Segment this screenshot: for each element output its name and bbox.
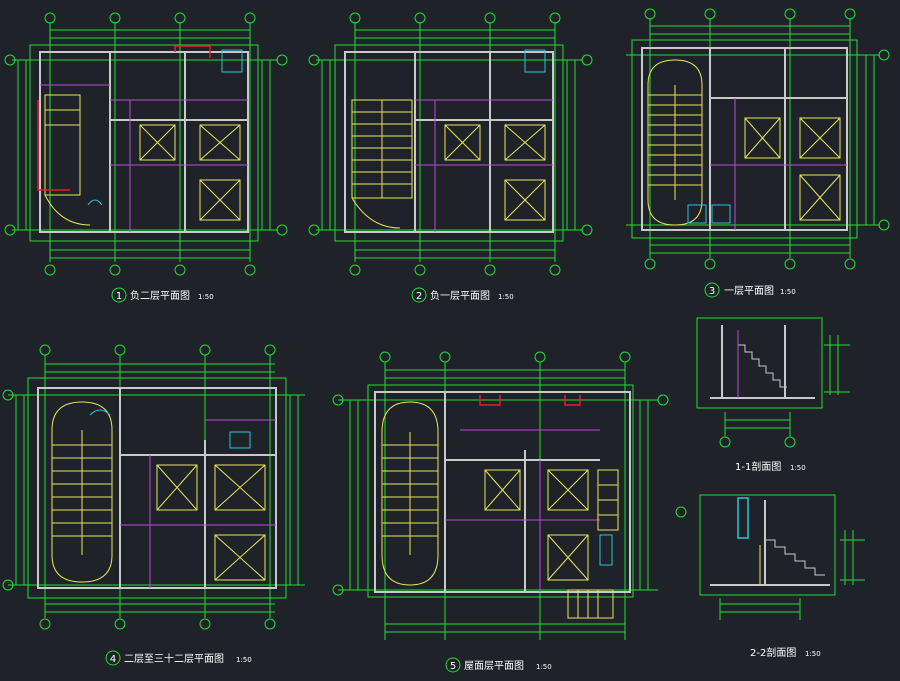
- view-title-1: 负二层平面图: [130, 289, 190, 302]
- title-section-1: 1-1剖面图 1:50: [735, 460, 806, 473]
- title-plan-5: 5 屋面层平面图 1:50: [445, 657, 552, 673]
- plan-2-basement-1: [308, 12, 593, 276]
- title-section-2: 2-2剖面图 1:50: [750, 646, 821, 659]
- plan-5-roof-floor: [332, 351, 687, 640]
- section-title-1: 1-1剖面图: [735, 460, 781, 473]
- section-title-2: 2-2剖面图: [750, 646, 796, 659]
- title-plan-3: 3 一层平面图 1:50: [704, 282, 796, 298]
- plan-1-basement-2: [4, 12, 288, 276]
- title-plan-4: 4 二层至三十二层平面图 1:50: [105, 650, 252, 666]
- view-number-2: 2: [416, 291, 422, 302]
- view-scale-2: 1:50: [498, 293, 514, 301]
- view-scale-4: 1:50: [236, 656, 252, 664]
- section-scale-2: 1:50: [805, 650, 821, 658]
- section-1-1: [696, 317, 850, 448]
- plan-3-ground-floor: [626, 8, 890, 270]
- view-number-3: 3: [709, 286, 715, 297]
- view-number-5: 5: [450, 661, 456, 672]
- view-scale-3: 1:50: [780, 288, 796, 296]
- title-plan-1: 1 负二层平面图 1:50: [111, 287, 214, 303]
- view-number-4: 4: [110, 654, 116, 665]
- view-title-5: 屋面层平面图: [464, 660, 524, 672]
- title-plan-2: 2 负一层平面图 1:50: [411, 287, 514, 303]
- plan-4-typical-floor: [2, 344, 305, 630]
- section-2-2: [699, 494, 865, 620]
- view-scale-1: 1:50: [198, 293, 214, 301]
- view-title-4: 二层至三十二层平面图: [124, 652, 224, 665]
- view-title-3: 一层平面图: [724, 285, 774, 297]
- view-number-1: 1: [116, 291, 122, 302]
- section-scale-1: 1:50: [790, 464, 806, 472]
- view-scale-5: 1:50: [536, 663, 552, 671]
- view-title-2: 负一层平面图: [430, 289, 490, 302]
